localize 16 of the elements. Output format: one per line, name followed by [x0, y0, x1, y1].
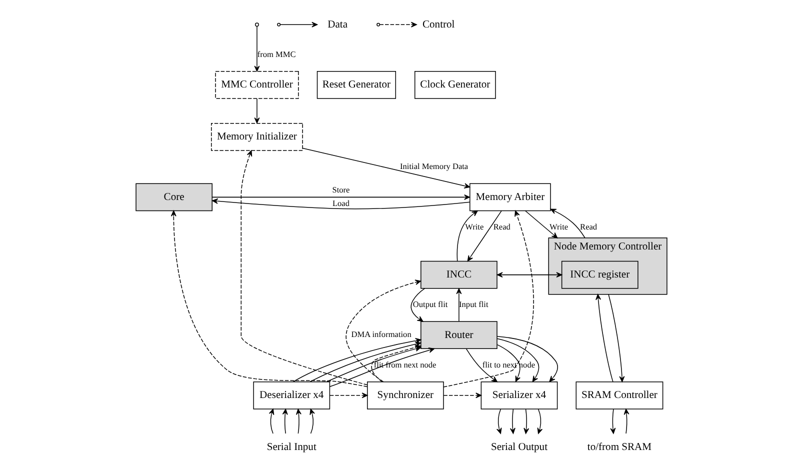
- node-text: to/from SRAM: [586, 442, 652, 454]
- edge-label: Store: [332, 186, 350, 195]
- edge-label: from MMC: [256, 50, 296, 59]
- legend-label: Control: [422, 19, 454, 30]
- edge-label: Output flit: [412, 300, 448, 310]
- edge-label: Load: [332, 199, 350, 208]
- legend-label: Data: [327, 19, 348, 30]
- edge-label: Read: [580, 222, 597, 232]
- node-text: Serial Input: [266, 442, 316, 454]
- edge-label: flit from next node: [373, 360, 436, 370]
- edge-label: Write: [464, 222, 484, 232]
- edge-label: Initial Memory Data: [400, 162, 468, 172]
- edge-label: Read: [492, 222, 510, 232]
- edge-label: DMA information: [350, 330, 411, 340]
- node-text: Serial Output: [490, 442, 548, 454]
- edge-label: Write: [549, 222, 568, 232]
